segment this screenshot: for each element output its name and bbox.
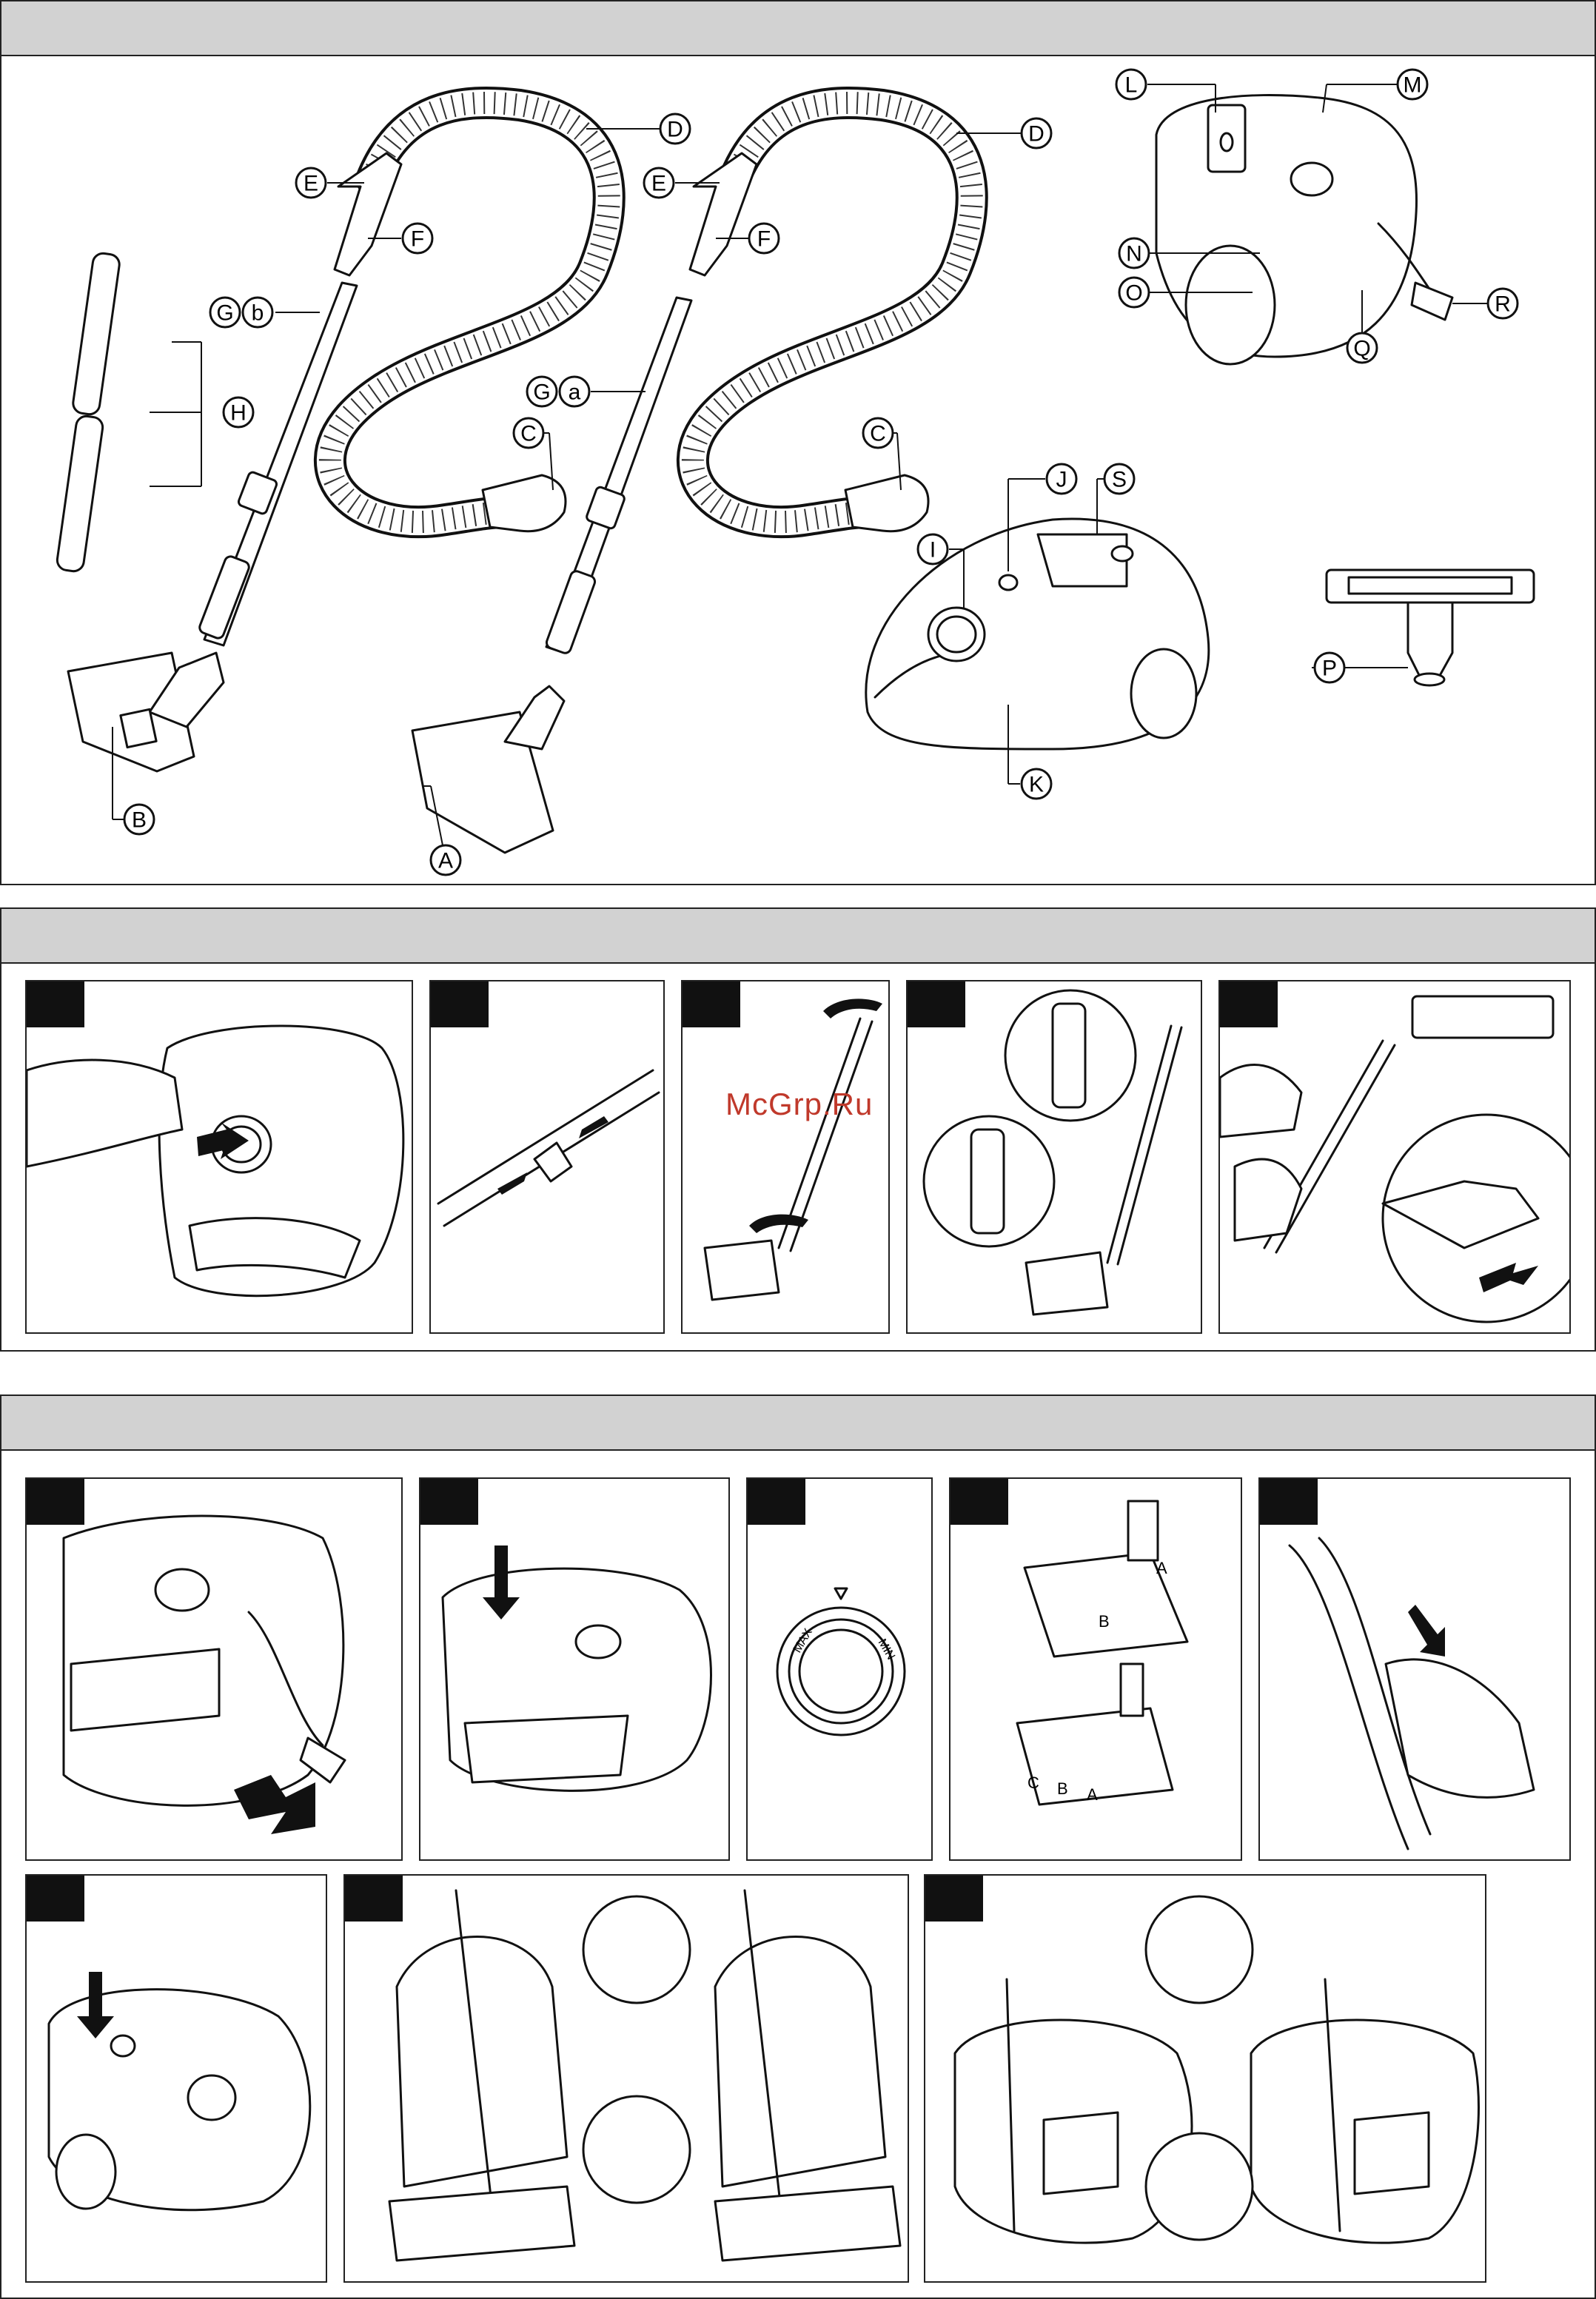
- svg-text:H: H: [230, 401, 247, 426]
- svg-text:M: M: [1404, 73, 1422, 98]
- hand-icon: [1260, 1479, 1571, 1861]
- svg-text:E: E: [304, 172, 318, 196]
- nozzle-icon: [683, 981, 890, 1334]
- svg-text:G: G: [216, 301, 233, 326]
- step-panel-slide-control: [1258, 1477, 1571, 1861]
- step-panel-attach-nozzle: [681, 980, 890, 1334]
- svg-text:L: L: [1125, 73, 1138, 98]
- dial-icon: MAX MIN: [748, 1479, 933, 1861]
- svg-text:E: E: [651, 172, 666, 196]
- callout-e-left: E: [296, 168, 326, 198]
- svg-text:D: D: [667, 118, 683, 142]
- vacuum-cleaner-icon: [27, 981, 413, 1334]
- callout-p: P: [1315, 653, 1344, 682]
- svg-text:F: F: [757, 227, 771, 252]
- section-header-band: [1, 909, 1595, 964]
- vacuum-cleaner-icon: [925, 1876, 1486, 2283]
- svg-text:S: S: [1112, 468, 1127, 492]
- callout-a: A: [431, 845, 460, 875]
- step-panel-tube-button: [906, 980, 1202, 1334]
- svg-text:b: b: [252, 301, 264, 326]
- svg-text:a: a: [569, 380, 581, 405]
- callout-o: O: [1119, 278, 1149, 307]
- svg-text:O: O: [1125, 281, 1142, 306]
- svg-text:J: J: [1056, 468, 1067, 492]
- svg-text:I: I: [930, 538, 936, 563]
- callout-n: N: [1119, 238, 1149, 268]
- callout-j: J: [1047, 464, 1076, 494]
- tube-icon: [908, 981, 1202, 1334]
- callout-g-a-a: a: [560, 377, 589, 406]
- svg-text:C: C: [870, 422, 886, 446]
- callout-h: H: [224, 397, 253, 427]
- svg-text:A: A: [438, 849, 453, 873]
- plug-icon: [27, 1479, 403, 1861]
- hand-icon: [1220, 981, 1571, 1334]
- tube-icon: [345, 1876, 909, 2283]
- step-panel-connect-tubes: [429, 980, 665, 1334]
- callout-g-b-g: G: [210, 298, 240, 327]
- nozzle-label-b-bottom: B: [1057, 1779, 1068, 1798]
- step-panel-parking-upright: [343, 1874, 909, 2283]
- tube-icon: [431, 981, 665, 1334]
- step-panel-adjust-tube: [1218, 980, 1571, 1334]
- svg-text:K: K: [1029, 773, 1044, 797]
- nozzle-label-b-top: B: [1099, 1612, 1110, 1631]
- callout-f-left: F: [403, 224, 432, 253]
- callout-m: M: [1398, 70, 1427, 99]
- callout-e-right: E: [644, 168, 674, 198]
- callout-d-right: D: [1022, 118, 1051, 148]
- callout-f-right: F: [749, 224, 779, 253]
- callout-c-left: C: [514, 418, 543, 448]
- nozzle-label-a-top: A: [1156, 1559, 1167, 1577]
- svg-text:B: B: [132, 808, 147, 833]
- svg-text:F: F: [411, 227, 424, 252]
- vacuum-cleaner-icon: [420, 1479, 730, 1861]
- callout-l: L: [1116, 70, 1146, 99]
- callout-b: B: [124, 805, 154, 834]
- svg-text:P: P: [1322, 657, 1337, 681]
- step-panel-parking-horizontal: [924, 1874, 1486, 2283]
- svg-text:D: D: [1028, 122, 1045, 147]
- callout-s: S: [1104, 464, 1134, 494]
- callout-q: Q: [1347, 333, 1377, 363]
- watermark-text: McGrp.Ru: [725, 1087, 873, 1122]
- step-panel-insert-hose: [25, 980, 413, 1334]
- nozzle-icon: [68, 653, 224, 771]
- svg-text:R: R: [1495, 292, 1511, 317]
- callout-g-a-g: G: [527, 377, 557, 406]
- callout-d-left: D: [660, 114, 690, 144]
- callout-i: I: [918, 534, 948, 564]
- parts-overview-section: A B C C D D E E F F G b G a H I J K L M …: [0, 0, 1596, 885]
- step-panel-cord-rewind: [25, 1874, 327, 2283]
- svg-text:N: N: [1126, 242, 1142, 266]
- nozzle-label-c-bottom: C: [1027, 1773, 1039, 1792]
- parts-overview-drawing: A B C C D D E E F F G b G a H I J K L M …: [1, 1, 1595, 884]
- nozzle-icon: A B C B A: [950, 1479, 1242, 1861]
- step-panel-power-dial: MAX MIN: [746, 1477, 933, 1861]
- callout-c-right: C: [863, 418, 893, 448]
- nozzle-label-a-bottom: A: [1087, 1785, 1098, 1804]
- extension-tubes-icon: [56, 252, 121, 573]
- step-panel-nozzle-switch: A B C B A: [949, 1477, 1242, 1861]
- svg-text:C: C: [520, 422, 537, 446]
- callout-g-b-b: b: [243, 298, 272, 327]
- section-header-band: [1, 1396, 1595, 1451]
- svg-text:G: G: [533, 380, 550, 405]
- step-panel-pull-cord: [25, 1477, 403, 1861]
- callout-r: R: [1488, 289, 1518, 318]
- vacuum-cleaner-icon: [27, 1876, 327, 2283]
- svg-text:Q: Q: [1353, 337, 1370, 361]
- callout-k: K: [1022, 769, 1051, 799]
- step-panel-press-switch: [419, 1477, 730, 1861]
